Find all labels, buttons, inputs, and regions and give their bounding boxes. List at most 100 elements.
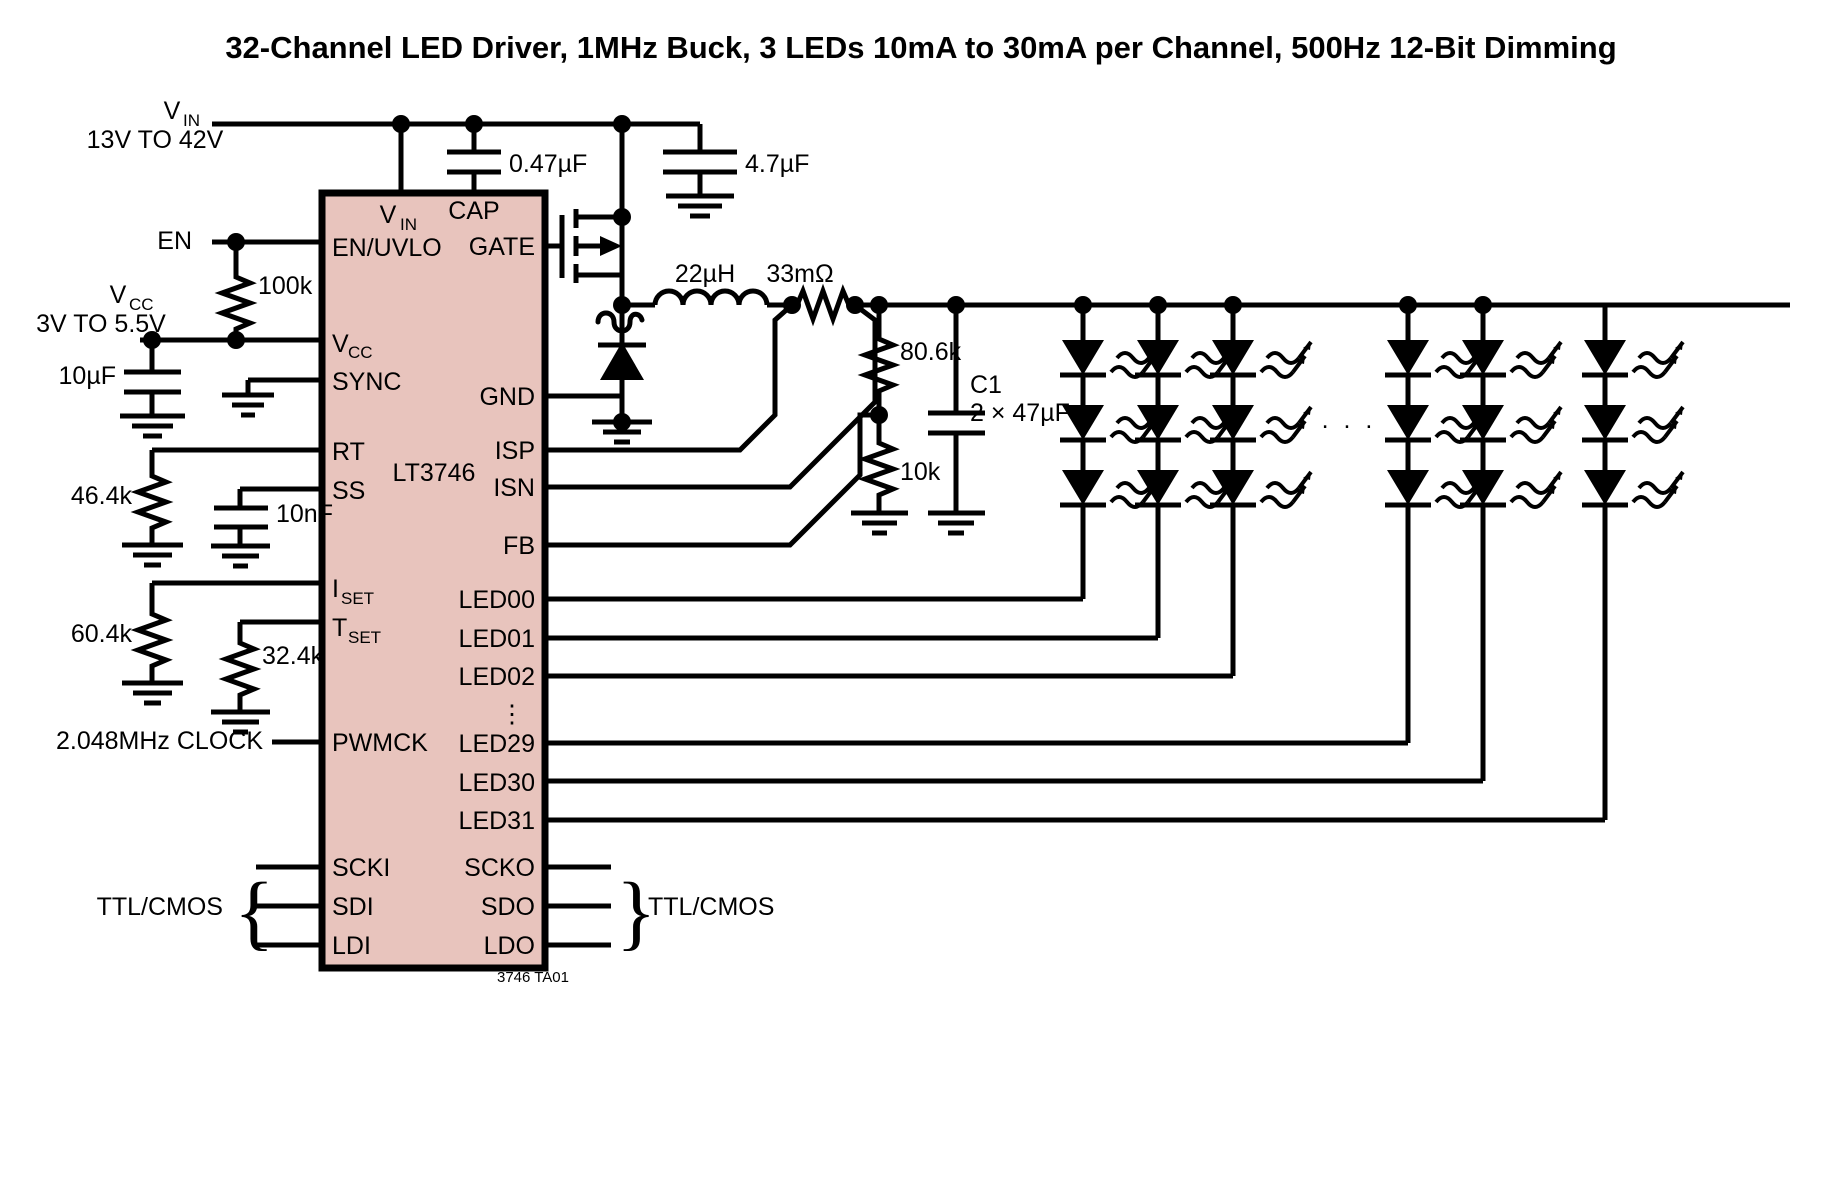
pin-label-isp: ISP: [495, 437, 535, 465]
c1-name-label: C1: [970, 371, 1002, 399]
label-vcc-source: V CC 3V TO 5.5V: [36, 281, 166, 338]
clock-label-text: 2.048MHz CLOCK: [56, 727, 263, 755]
rt-network: 46.4k: [71, 447, 322, 568]
en-label-text: EN: [157, 227, 192, 255]
sync-ground: [222, 377, 322, 418]
junction-dot: [227, 233, 245, 251]
pin-label-ellipsis: ⋮: [500, 700, 525, 728]
pin-iset-sub: SET: [341, 589, 374, 608]
pin-label-cap: CAP: [448, 197, 499, 225]
pin-label-rt: RT: [332, 438, 365, 466]
pin-label-ss: SS: [332, 477, 365, 505]
pmos-switch: [545, 208, 631, 305]
junction-dot: [870, 296, 888, 314]
inductor-22uh: 22µH: [652, 260, 790, 308]
pin-label-vin-top: V IN: [380, 201, 417, 234]
capacitor-vin-bypass: 0.47µF: [447, 149, 587, 193]
label-vin-source: V IN 13V TO 42V: [87, 97, 224, 154]
ttl-cmos-left-label: TTL/CMOS: [97, 893, 223, 921]
res-604k-label: 60.4k: [71, 620, 133, 648]
res-100k-label: 100k: [258, 272, 313, 300]
ttl-cmos-right-label: TTL/CMOS: [648, 893, 774, 921]
cap-10uf-label: 10µF: [59, 362, 116, 390]
pin-vcc-text: V: [332, 330, 349, 358]
capacitor-vin-bulk: 4.7µF: [663, 149, 809, 219]
junction-dot: [465, 115, 483, 133]
pin-label-scko: SCKO: [464, 854, 535, 882]
pin-label-led31: LED31: [459, 807, 535, 835]
pin-label-fb: FB: [503, 532, 535, 560]
pin-label-sdi: SDI: [332, 893, 374, 921]
pin-label-led02: LED02: [459, 663, 535, 691]
pin-label-sync: SYNC: [332, 368, 401, 396]
led-string-1: [545, 296, 1163, 602]
pin-label-led29: LED29: [459, 730, 535, 758]
junction-dot: [143, 331, 161, 349]
pin-tset-sub: SET: [348, 628, 381, 647]
ic-package-lt3746: [318, 189, 549, 972]
cap-047uf-label: 0.47µF: [509, 150, 587, 178]
inductor-label: 22µH: [675, 260, 735, 288]
pin-vin-text: V: [380, 201, 397, 229]
figure-id: 3746 TA01: [497, 969, 569, 986]
pin-vin-sub: IN: [400, 215, 417, 234]
junction-dot: [613, 115, 631, 133]
led-string-6: [545, 305, 1685, 823]
sense-resistor: 33mΩ: [766, 260, 864, 327]
pin-label-tset: T SET: [332, 614, 381, 647]
pin-label-gate: GATE: [469, 233, 535, 261]
vcc-text: V: [110, 281, 127, 309]
cap-47uf-label: 4.7µF: [745, 150, 809, 178]
pin-iset-text: I: [332, 575, 339, 603]
vin-text: V: [164, 97, 181, 125]
right-brace: }: [616, 866, 656, 959]
left-brace: {: [234, 866, 274, 959]
iset-network: 60.4k: [71, 580, 322, 706]
led-string-5: [545, 296, 1563, 784]
pin-label-sdo: SDO: [481, 893, 535, 921]
page-title: 32-Channel LED Driver, 1MHz Buck, 3 LEDs…: [225, 30, 1616, 65]
isp-sense-trace: [545, 303, 794, 453]
pin-label-scki: SCKI: [332, 854, 390, 882]
pin-label-isn: ISN: [493, 474, 535, 502]
vin-range-text: 13V TO 42V: [87, 126, 224, 154]
spi-output-lines: [545, 864, 611, 948]
spi-input-lines: [256, 864, 322, 948]
led-string-3: [545, 296, 1313, 679]
vcc-rail: [140, 331, 322, 372]
pin-label-led30: LED30: [459, 769, 535, 797]
pin-label-iset: I SET: [332, 575, 374, 608]
ic-part-number: LT3746: [393, 459, 476, 487]
res-33mohm-label: 33mΩ: [766, 260, 833, 288]
vin-sub: IN: [183, 111, 200, 130]
c1-value-label: 2 × 47µF: [970, 399, 1070, 427]
vcc-range-text: 3V TO 5.5V: [36, 310, 166, 338]
pin-tset-text: T: [332, 614, 347, 642]
fb-trace: [545, 412, 879, 548]
pin-label-led01: LED01: [459, 625, 535, 653]
pin-label-ldo: LDO: [484, 932, 535, 960]
capacitor-output-c1: C1 2 × 47µF: [928, 305, 1070, 536]
pin-label-ldi: LDI: [332, 932, 371, 960]
res-324k-label: 32.4k: [262, 642, 324, 670]
tset-network: 32.4k: [211, 619, 324, 735]
pin-label-led00: LED00: [459, 586, 535, 614]
pin-label-pwmck: PWMCK: [332, 729, 428, 757]
junction-dot: [613, 208, 631, 226]
led-array-ellipsis: . . .: [1322, 406, 1377, 434]
pwmck-input: 2.048MHz CLOCK: [56, 727, 322, 755]
pin-label-gnd: GND: [479, 383, 535, 411]
pin-label-vcc: V CC: [332, 330, 373, 362]
cap-10nf-label: 10nF: [276, 500, 333, 528]
vcc-sub: CC: [129, 295, 154, 314]
ss-network: 10nF: [211, 486, 333, 569]
en-input-network: EN 100k: [157, 227, 322, 349]
res-fb-bot: 10k: [851, 415, 941, 536]
junction-dot: [392, 115, 410, 133]
res-10k-label: 10k: [900, 458, 941, 486]
res-464k-label: 46.4k: [71, 482, 133, 510]
res-fb-top: 80.6k: [857, 333, 962, 424]
pin-label-en-uvlo: EN/UVLO: [332, 234, 442, 262]
capacitor-vcc: 10µF: [59, 362, 185, 439]
